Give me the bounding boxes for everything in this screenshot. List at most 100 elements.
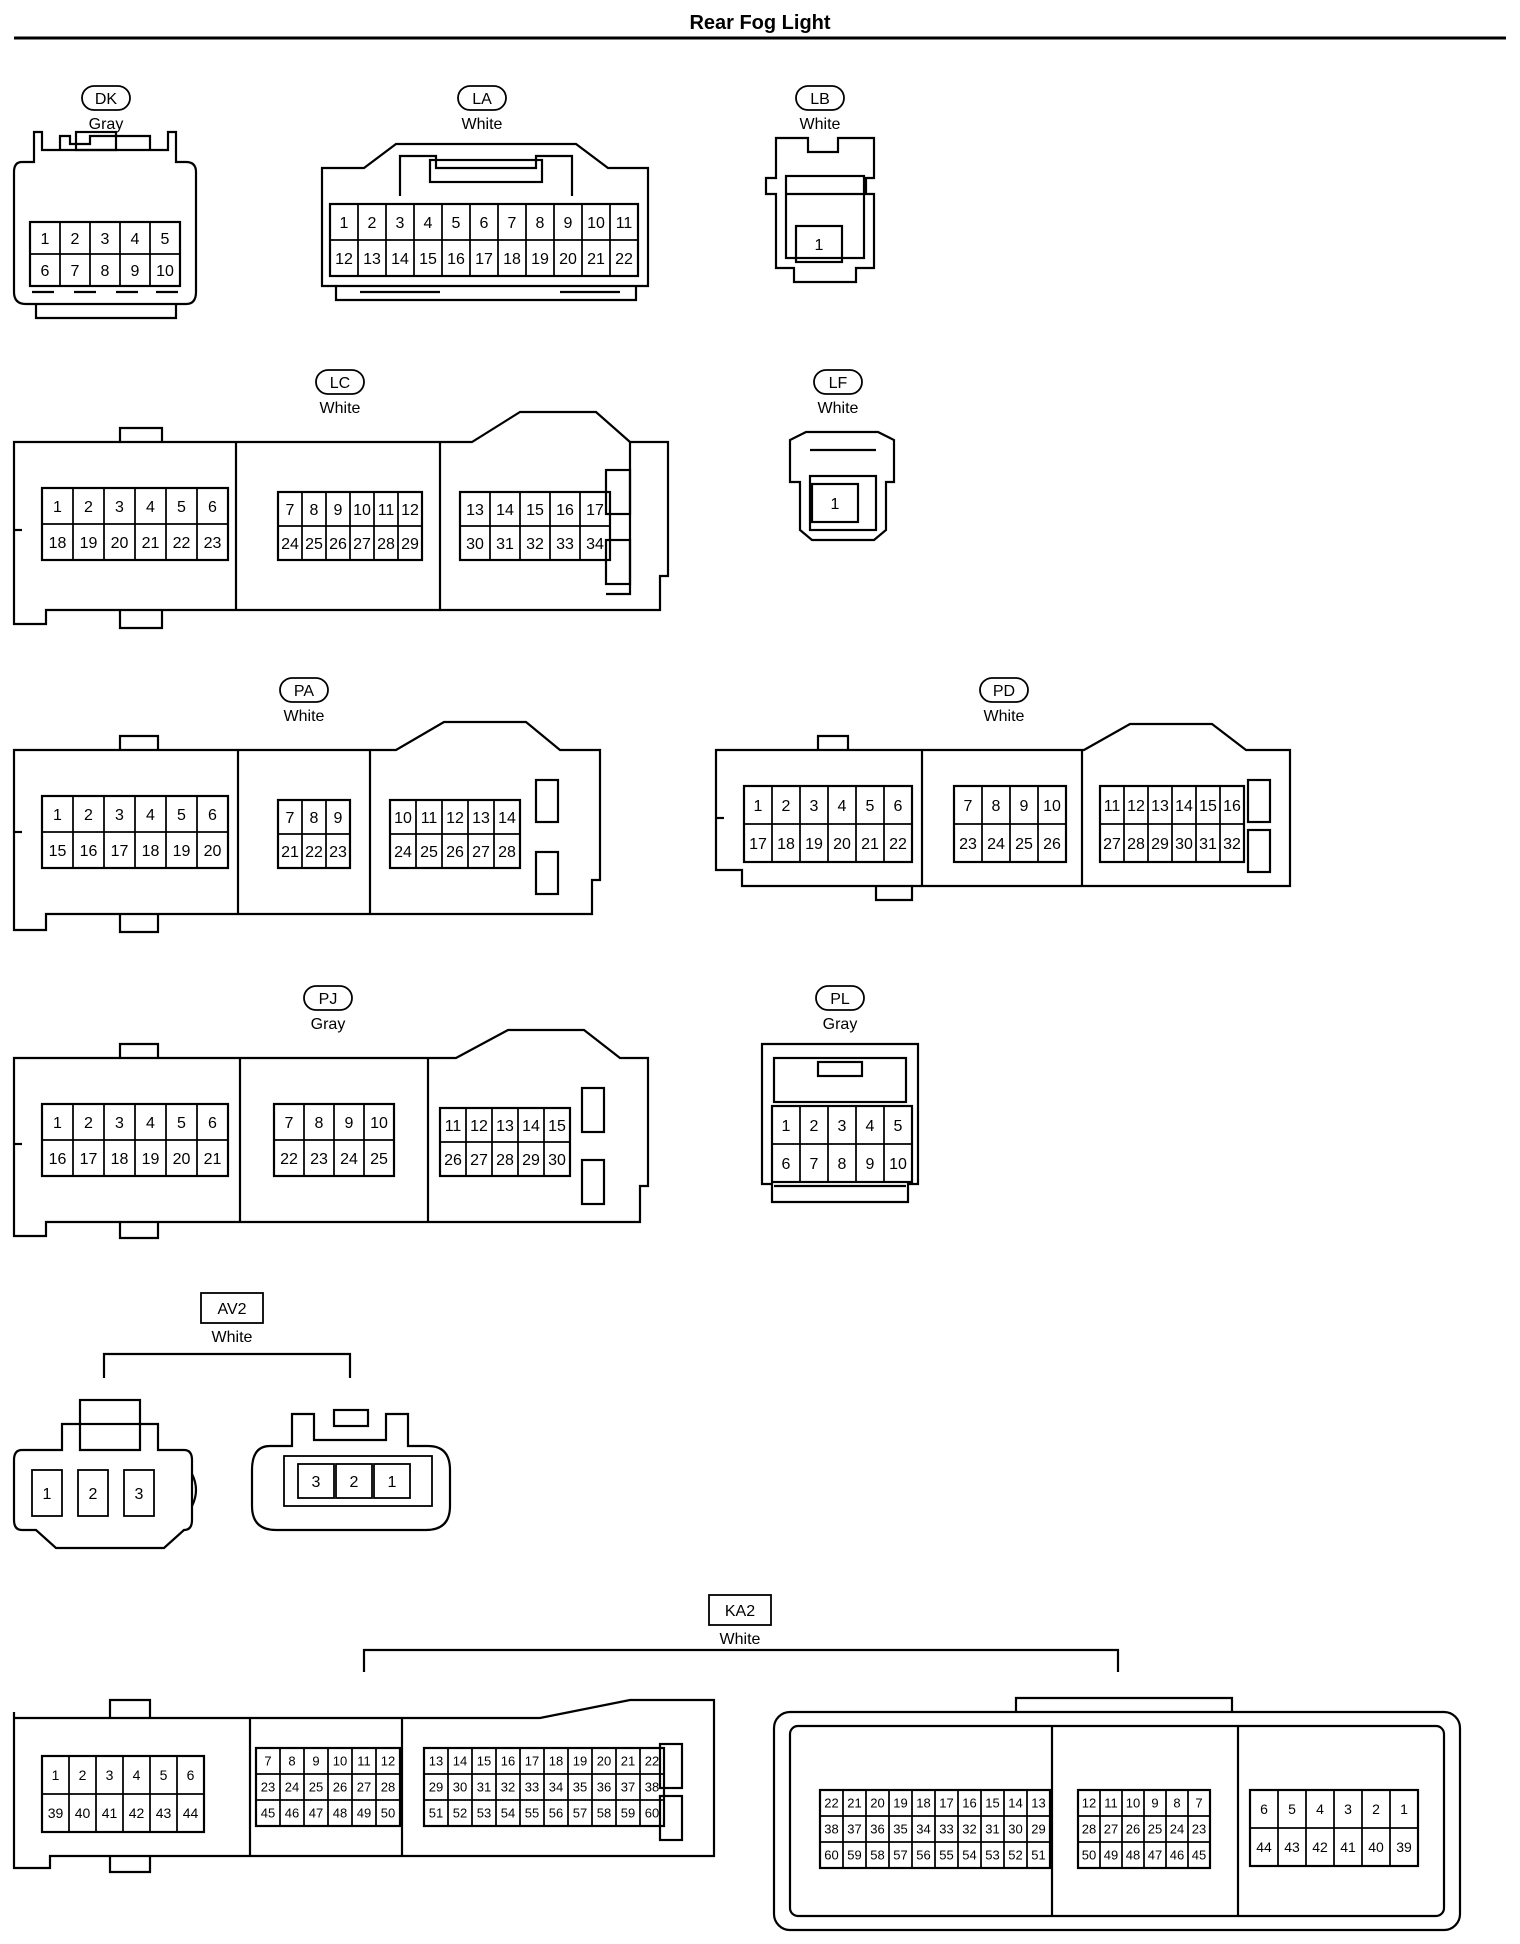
pa-pin-number: 4	[146, 807, 155, 824]
pd-pin-number: 18	[777, 836, 795, 853]
pl-pin-number: 4	[866, 1118, 875, 1135]
ka2-pin-number: 22	[824, 1796, 838, 1811]
ka2-pin-number: 53	[985, 1848, 999, 1863]
ka2-pin-number: 13	[429, 1754, 443, 1769]
ka2-pin-number: 40	[75, 1805, 91, 1821]
pj-pin-number: 25	[370, 1151, 388, 1168]
ka2-pin-number: 32	[501, 1780, 515, 1795]
la-housing-color: White	[462, 116, 503, 133]
pd-pin-number: 11	[1104, 798, 1121, 815]
pa-pin-number: 20	[204, 843, 222, 860]
dk-pin-number: 7	[71, 263, 80, 280]
pa-pin-number: 18	[142, 843, 160, 860]
pa-pin-number: 24	[394, 844, 412, 861]
lc-pin-number: 1	[53, 499, 62, 516]
ka2-pin-number: 33	[525, 1780, 539, 1795]
ka2-pin-number: 10	[1126, 1796, 1140, 1811]
pa-pin-number: 15	[49, 843, 67, 860]
av2-housing-color: White	[212, 1329, 253, 1346]
ka2-pin-number: 41	[102, 1805, 118, 1821]
ka2-pin-cell	[1389, 1827, 1419, 1867]
pa-housing-color: White	[284, 708, 325, 725]
pd-pin-number: 28	[1127, 836, 1145, 853]
av2-pin-cell	[297, 1463, 335, 1499]
ka2-pin-number: 34	[549, 1780, 563, 1795]
lc-pin-number: 21	[142, 535, 160, 552]
ka2-pin-number: 31	[985, 1822, 999, 1837]
lc-pin-number: 2	[84, 499, 93, 516]
pa-pin-number: 28	[498, 844, 516, 861]
ka2-pin-number: 7	[1195, 1796, 1202, 1811]
ka2-pin-number: 50	[1082, 1848, 1096, 1863]
ka2-pin-number: 49	[1104, 1848, 1118, 1863]
lc-pin-number: 22	[173, 535, 191, 552]
ka2-pin-number: 14	[453, 1754, 467, 1769]
pl-connector-code: PL	[830, 991, 850, 1008]
dk-pin-number: 6	[41, 263, 50, 280]
pd-pin-number: 16	[1223, 798, 1241, 815]
pj-pin-cell	[196, 1139, 229, 1177]
lc-pin-number: 30	[466, 536, 484, 553]
pj-pin-cell	[543, 1141, 571, 1177]
ka2-pin-number: 55	[939, 1848, 953, 1863]
av2-connector-code: AV2	[217, 1301, 246, 1318]
pd-pin-number: 2	[782, 798, 791, 815]
pl-pin-number: 7	[810, 1156, 819, 1173]
pa-pin-number: 26	[446, 844, 464, 861]
ka2-pin-number: 49	[357, 1806, 371, 1821]
ka2-pin-number: 22	[645, 1754, 659, 1769]
pj-pin-number: 9	[345, 1115, 354, 1132]
pl-pin-number: 3	[838, 1118, 847, 1135]
pj-pin-number: 5	[177, 1115, 186, 1132]
pa-pin-cell	[196, 831, 229, 869]
dk-pin-number: 5	[161, 231, 170, 248]
pj-pin-number: 8	[315, 1115, 324, 1132]
ka2-pin-number: 15	[477, 1754, 491, 1769]
pj-pin-number: 17	[80, 1151, 98, 1168]
pj-pin-number: 14	[522, 1118, 540, 1135]
pj-pin-number: 10	[370, 1115, 388, 1132]
ka2-pin-number: 6	[187, 1767, 195, 1783]
ka2-pin-number: 28	[381, 1780, 395, 1795]
pa-pin-number: 16	[80, 843, 98, 860]
la-pin-number: 16	[447, 251, 465, 268]
ka2-pin-number: 57	[573, 1806, 587, 1821]
ka2-pin-number: 57	[893, 1848, 907, 1863]
ka2-connector-code: KA2	[725, 1603, 755, 1620]
av2-pin-number: 3	[312, 1474, 321, 1491]
pj-code-badge	[303, 985, 353, 1011]
pd-pin-number: 12	[1127, 798, 1145, 815]
pa-pin-number: 13	[472, 810, 490, 827]
la-pin-number: 11	[616, 215, 633, 232]
page-title: Rear Fog Light	[689, 12, 830, 34]
la-pin-number: 7	[508, 215, 517, 232]
pj-pin-number: 20	[173, 1151, 191, 1168]
ka2-pin-number: 34	[916, 1822, 930, 1837]
dk-code-badge	[81, 85, 131, 111]
ka2-pin-number: 28	[1082, 1822, 1096, 1837]
ka2-pin-number: 9	[312, 1754, 319, 1769]
dk-pin-number: 9	[131, 263, 140, 280]
pj-pin-cell	[363, 1139, 395, 1177]
ka2-pin-number: 46	[285, 1806, 299, 1821]
pa-pin-number: 10	[394, 810, 412, 827]
ka2-pin-number: 47	[1148, 1848, 1162, 1863]
ka2-pin-number: 12	[381, 1754, 395, 1769]
la-pin-number: 10	[587, 215, 605, 232]
pd-pin-number: 20	[833, 836, 851, 853]
la-pin-number: 18	[503, 251, 521, 268]
pl-pin-number: 2	[810, 1118, 819, 1135]
ka2-pin-number: 3	[1344, 1801, 1352, 1817]
pd-pin-number: 13	[1151, 798, 1169, 815]
ka2-pin-number: 39	[1396, 1839, 1412, 1855]
ka2-pin-number: 44	[1256, 1839, 1272, 1855]
la-pin-number: 5	[452, 215, 461, 232]
av2-pin-cell	[335, 1463, 373, 1499]
lc-pin-number: 17	[586, 502, 604, 519]
ka2-pin-number: 48	[1126, 1848, 1140, 1863]
ka2-pin-number: 52	[1008, 1848, 1022, 1863]
lc-pin-number: 8	[310, 502, 319, 519]
ka2-pin-number: 55	[525, 1806, 539, 1821]
pj-pin-number: 7	[285, 1115, 294, 1132]
